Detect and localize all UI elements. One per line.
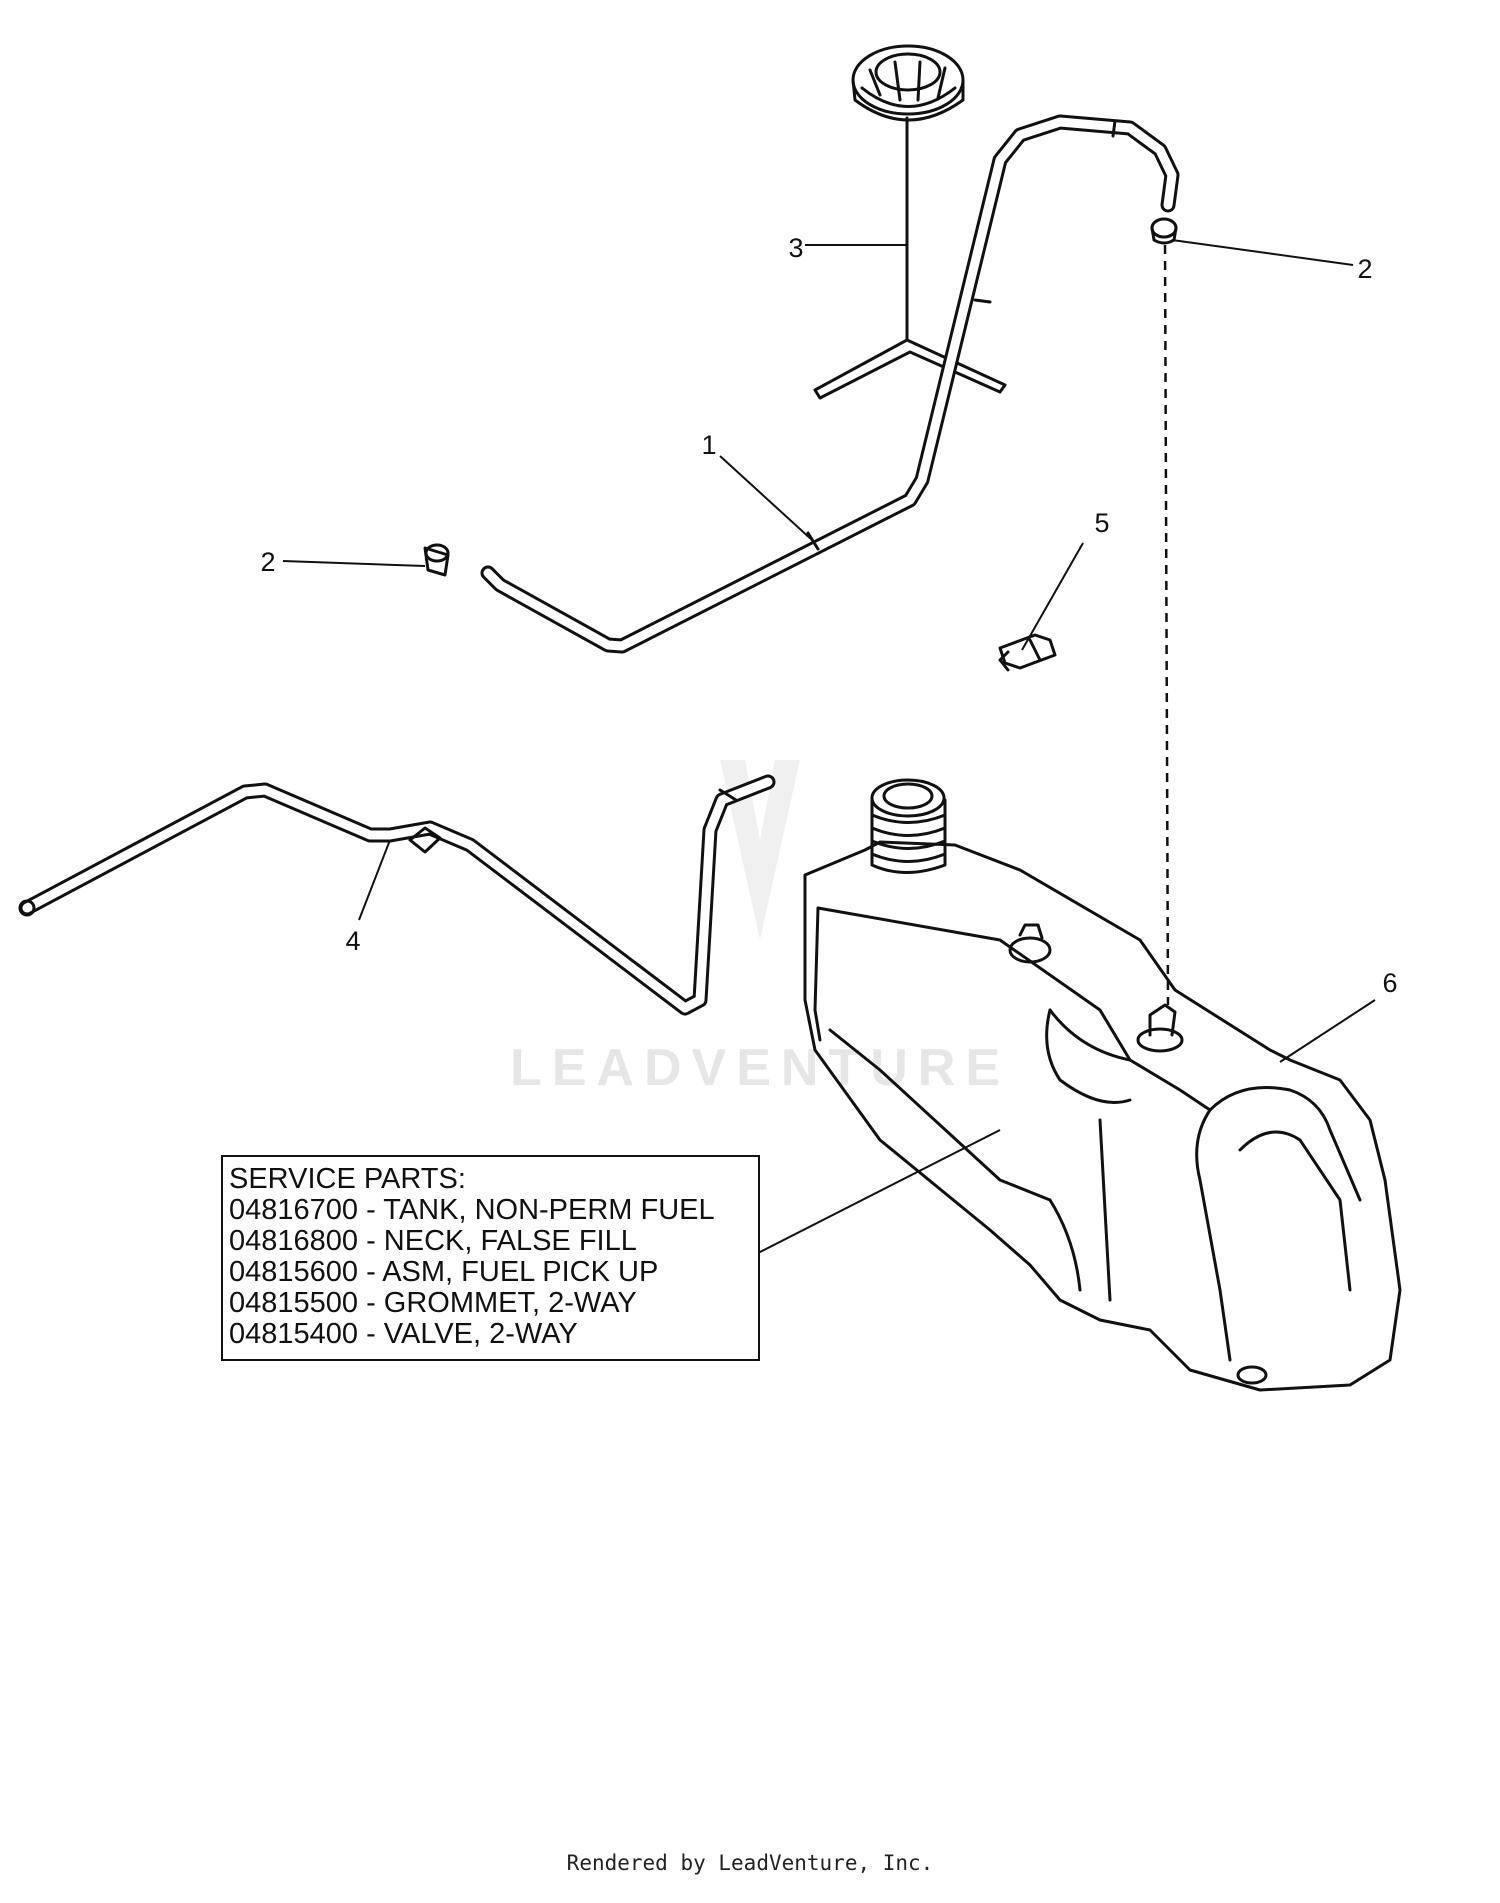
service-part-line: 04815500 - GROMMET, 2-WAY [229, 1287, 637, 1319]
part-6-fuel-tank [803, 778, 1402, 1392]
service-part-line: 04816800 - NECK, FALSE FILL [229, 1225, 637, 1257]
part-1-fuel-line [480, 114, 1180, 654]
watermark: LEADVENTURE [510, 760, 1010, 1097]
footer-credit: Rendered by LeadVenture, Inc. [567, 1851, 934, 1875]
part-3-fuel-cap [813, 44, 1007, 400]
callout-3: 3 [788, 233, 803, 263]
watermark-logo-icon [720, 760, 800, 940]
callout-1: 1 [701, 430, 716, 460]
callout-2-lower: 2 [260, 547, 275, 577]
service-parts-title: SERVICE PARTS: [229, 1163, 466, 1195]
service-part-line: 04815400 - VALVE, 2-WAY [229, 1318, 578, 1350]
callout-5: 5 [1094, 508, 1109, 538]
part-2-clamp-lower [423, 543, 450, 577]
service-part-line: 04816700 - TANK, NON-PERM FUEL [229, 1194, 715, 1226]
watermark-text: LEADVENTURE [510, 1039, 1010, 1097]
part-4-fuel-line [18, 774, 776, 1016]
assembly-dashed-line [1163, 244, 1170, 1006]
service-parts-box: SERVICE PARTS: 04816700 - TANK, NON-PERM… [221, 1155, 760, 1361]
service-part-line: 04815600 - ASM, FUEL PICK UP [229, 1256, 658, 1288]
leader-lines [282, 239, 1376, 1254]
callouts: 3 2 1 2 5 4 6 [260, 233, 1397, 998]
callout-4: 4 [345, 926, 360, 956]
part-5-clip [998, 633, 1057, 672]
callout-6: 6 [1382, 968, 1397, 998]
callout-2-upper: 2 [1357, 254, 1372, 284]
